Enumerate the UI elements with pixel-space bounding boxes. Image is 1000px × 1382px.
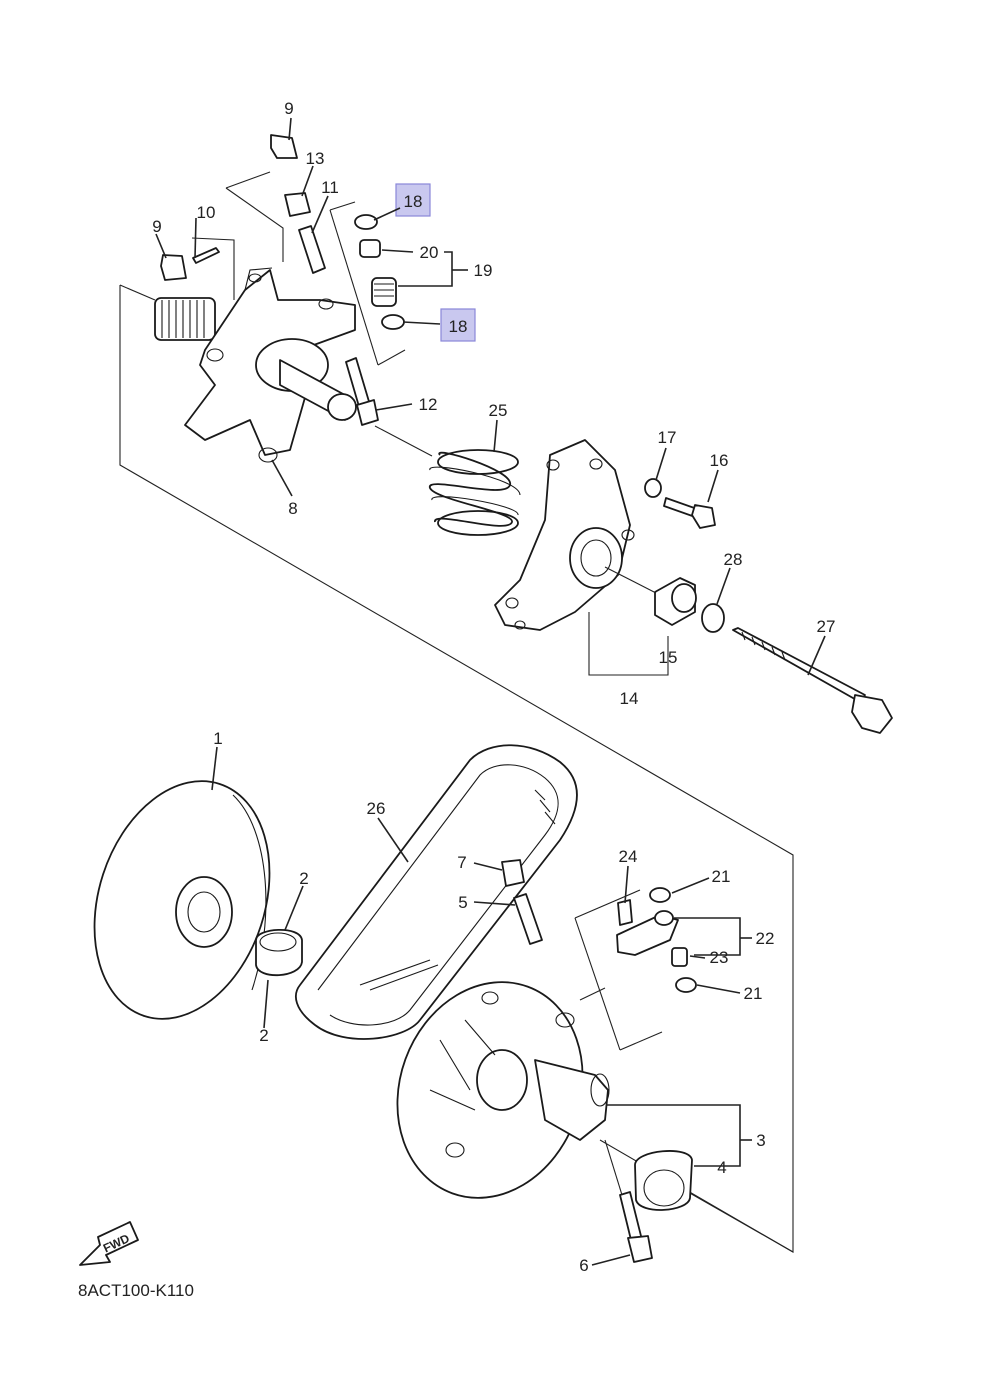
callout-17: 17 xyxy=(658,428,677,447)
callout-5: 5 xyxy=(458,893,467,912)
callout-26: 26 xyxy=(367,799,386,818)
callout-21: 21 xyxy=(712,867,731,886)
cover-14 xyxy=(494,439,669,676)
callout-6: 6 xyxy=(579,1256,588,1275)
callout-8: 8 xyxy=(288,499,297,518)
leader-lines xyxy=(155,117,826,1266)
belt-26 xyxy=(295,744,578,1040)
callout-3: 3 xyxy=(756,1131,765,1150)
callout-21: 21 xyxy=(744,984,763,1003)
callout-23: 23 xyxy=(710,948,729,967)
callout-25: 25 xyxy=(489,401,508,420)
callout-12: 12 xyxy=(419,395,438,414)
callout-9: 9 xyxy=(152,217,161,236)
callout-1: 1 xyxy=(213,729,222,748)
callout-7: 7 xyxy=(457,853,466,872)
nut-7-pin-5 xyxy=(501,859,543,945)
callout-18: 18 xyxy=(449,317,468,336)
callout-4: 4 xyxy=(717,1158,726,1177)
sheave-3 xyxy=(396,981,610,1199)
callout-2: 2 xyxy=(259,1026,268,1045)
callout-11: 11 xyxy=(321,178,339,197)
highlight-box-18-top xyxy=(395,183,431,217)
callout-28: 28 xyxy=(724,550,743,569)
callout-13: 13 xyxy=(306,149,325,168)
callout-24: 24 xyxy=(619,847,638,866)
callout-9: 9 xyxy=(284,99,293,118)
cover-hardware xyxy=(604,478,893,734)
fwd-arrow-icon xyxy=(79,1221,139,1266)
callout-22: 22 xyxy=(756,929,775,948)
diagram-code: 8ACT100-K110 xyxy=(78,1281,194,1300)
collar-2 xyxy=(255,928,303,977)
spider-assembly xyxy=(154,267,357,463)
sheave-1 xyxy=(93,780,271,1020)
callout-18: 18 xyxy=(404,192,423,211)
callout-16: 16 xyxy=(710,451,729,470)
highlight-box-18-bottom xyxy=(440,308,476,342)
callout-19: 19 xyxy=(474,261,493,280)
upper-small-parts xyxy=(160,134,406,426)
spring-25 xyxy=(374,425,521,536)
callout-2: 2 xyxy=(299,869,308,888)
callout-20: 20 xyxy=(420,243,439,262)
callout-15: 15 xyxy=(659,648,678,667)
callout-27: 27 xyxy=(817,617,836,636)
bushing-4 xyxy=(634,1150,693,1211)
bolt-6 xyxy=(604,1139,653,1263)
callout-labels: 9 13 11 10 9 18 20 19 18 12 25 8 17 16 2… xyxy=(152,99,835,1275)
weight-assembly xyxy=(574,887,697,1051)
callout-14: 14 xyxy=(620,689,639,708)
callout-10: 10 xyxy=(197,203,216,222)
assembly-frame-lines xyxy=(119,284,794,1253)
